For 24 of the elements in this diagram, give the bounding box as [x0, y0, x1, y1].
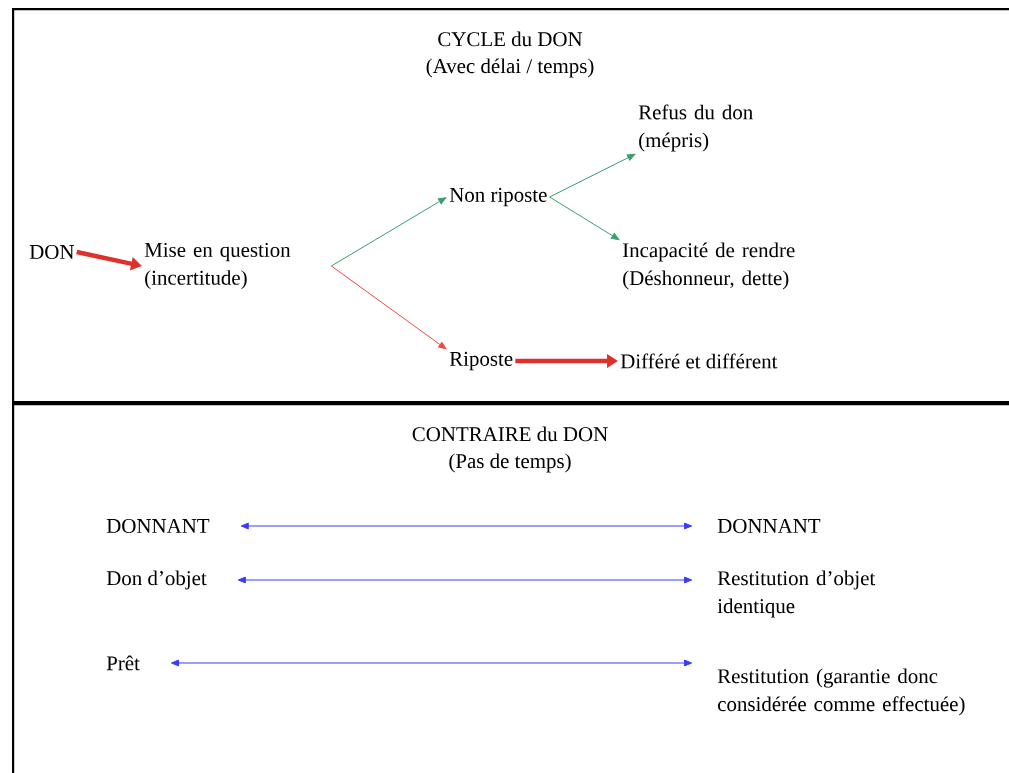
panel-heading: CONTRAIRE du DON (Pas de temps): [412, 426, 608, 473]
node-text: Riposte: [449, 351, 513, 371]
panel: [12, 8, 1009, 404]
arrow: [237, 576, 693, 584]
node-text: Refus du don (mépris): [638, 104, 753, 152]
node-text: Mise en question (incertitude): [144, 242, 291, 290]
node-text: Incapacité de rendre (Déshonneur, dette): [622, 242, 795, 290]
node-text: Prêt: [106, 655, 140, 671]
arrow: [330, 265, 447, 350]
arrow: [549, 196, 620, 241]
node-text: Restitution (garantie donc considérée comme effectuée): [717, 668, 965, 716]
arrow: [170, 659, 693, 667]
node-text: DONNANT: [717, 518, 821, 533]
node-text: Différé et différent: [620, 353, 778, 369]
panel-heading: CYCLE du DON (Avec délai / temps): [426, 31, 594, 78]
node-text: Don d’objet: [106, 570, 207, 590]
arrow: [240, 522, 693, 530]
panel: [12, 403, 1009, 773]
node-text: DON: [29, 244, 75, 259]
arrow: [549, 153, 636, 198]
node-text: Restitution d’objet identique: [717, 570, 876, 618]
node-text: DONNANT: [106, 518, 210, 533]
arrow: [330, 197, 447, 267]
node-text: Non riposte: [449, 187, 547, 207]
